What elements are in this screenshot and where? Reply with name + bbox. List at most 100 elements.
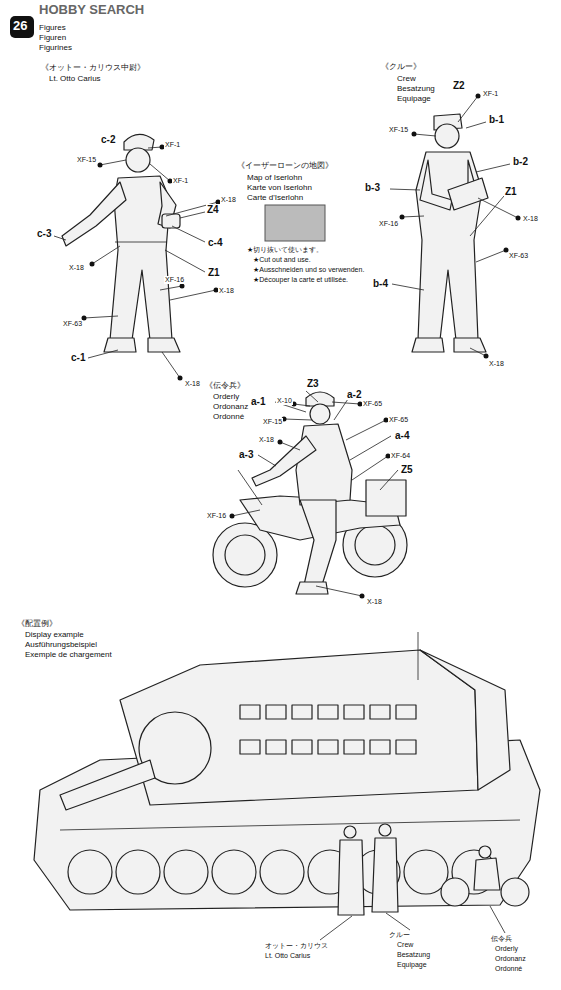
paint-code: XF-64 — [390, 452, 411, 460]
spare-track — [292, 740, 312, 754]
road-wheel — [260, 850, 304, 894]
map-sheet — [265, 205, 325, 241]
caption-text: Karte von Iserlohn — [246, 184, 313, 193]
part-number: b-1 — [488, 114, 505, 125]
paint-code: X-10 — [276, 397, 293, 405]
paint-code: XF-16 — [164, 276, 185, 284]
spare-track — [370, 740, 390, 754]
display-figures — [320, 824, 529, 940]
part-number: Z1 — [207, 267, 221, 278]
caption-text: 《オットー・カリウス中尉》 — [40, 64, 146, 73]
paint-code: XF-15 — [388, 126, 409, 134]
leader-lines — [54, 96, 518, 596]
spare-track — [240, 705, 260, 719]
caption-text: Lt. Otto Carius — [264, 952, 311, 960]
spare-track — [396, 705, 416, 719]
paint-code: XF-65 — [388, 416, 409, 424]
road-wheel — [212, 850, 256, 894]
caption-text: Figurines — [38, 44, 73, 53]
paint-code: X-18 — [258, 436, 275, 444]
caption-text: 伝令兵 — [490, 935, 513, 943]
caption-text: Carte d'Iserlohn — [246, 194, 304, 203]
spare-track — [292, 705, 312, 719]
caption-text: Map of Iserlohn — [246, 174, 303, 183]
paint-code: X-18 — [184, 380, 201, 388]
caption-text: Orderly — [494, 945, 519, 953]
spare-track — [318, 705, 338, 719]
paint-code: XF-16 — [378, 220, 399, 228]
caption-text: Ordonné — [494, 965, 523, 973]
spare-track — [370, 705, 390, 719]
caption-text: 《イーザーローンの地図》 — [236, 162, 334, 171]
orderly-figure — [213, 392, 407, 594]
caption-text: Ordonné — [212, 413, 245, 422]
paint-code: XF-16 — [206, 512, 227, 520]
caption-text: Crew — [396, 941, 414, 949]
paint-code: XF-1 — [482, 90, 499, 98]
paint-code: X-18 — [366, 598, 383, 606]
spare-track — [318, 740, 338, 754]
part-number: b-2 — [512, 156, 529, 167]
paint-code: X-18 — [488, 360, 505, 368]
carius-figure — [62, 134, 180, 352]
spare-track — [396, 740, 416, 754]
caption-text: Exemple de chargement — [24, 651, 113, 660]
note-text: ★Découper la carte et utilisée. — [252, 276, 349, 284]
caption-text: 《クルー》 — [380, 63, 422, 72]
note-text: ★切り抜いて使います。 — [246, 246, 324, 254]
part-number: Z3 — [306, 378, 320, 389]
part-number: a-3 — [238, 449, 254, 460]
part-number: a-4 — [394, 430, 410, 441]
caption-text: Besatzung — [396, 951, 431, 959]
paint-dots — [82, 94, 521, 599]
note-text: ★Cut out and use. — [252, 256, 312, 264]
road-wheel — [68, 850, 112, 894]
paint-code: X-18 — [220, 196, 237, 204]
step-number: 26 — [12, 19, 28, 33]
caption-text: Equipage — [396, 95, 432, 104]
part-number: c-1 — [70, 352, 86, 363]
paint-code: X-18 — [68, 264, 85, 272]
caption-text: Crew — [396, 75, 417, 84]
caption-text: 《伝令兵》 — [204, 382, 246, 391]
paint-code: XF-63 — [508, 252, 529, 260]
caption-text: Display example — [24, 631, 85, 640]
spare-track — [266, 740, 286, 754]
road-wheel — [116, 850, 160, 894]
caption-text: Ordonanz — [494, 955, 527, 963]
part-number: Z4 — [206, 204, 220, 215]
note-text: ★Ausschneiden und so verwenden. — [252, 266, 365, 274]
part-number: c-4 — [207, 237, 223, 248]
caption-text: 《配置例》 — [16, 620, 58, 629]
paint-code: XF-15 — [262, 418, 283, 426]
caption-text: Orderly — [212, 393, 240, 402]
paint-code: XF-1 — [172, 177, 189, 185]
paint-code: XF-1 — [164, 141, 181, 149]
spare-track — [240, 740, 260, 754]
paint-code: XF-15 — [76, 156, 97, 164]
part-number: c-2 — [100, 134, 116, 145]
road-wheel — [164, 850, 208, 894]
part-number: Z5 — [400, 464, 414, 475]
caption-text: Figures — [38, 24, 67, 33]
part-number: Z1 — [504, 186, 518, 197]
caption-text: Besatzung — [396, 85, 436, 94]
caption-text: オットー・カリウス — [264, 942, 329, 950]
caption-text: Figuren — [38, 34, 67, 43]
part-number: a-1 — [250, 396, 266, 407]
part-number: c-3 — [36, 228, 52, 239]
part-number: b-3 — [364, 182, 381, 193]
paint-code: XF-65 — [362, 400, 383, 408]
part-number: Z2 — [452, 80, 466, 91]
spare-track — [344, 740, 364, 754]
paint-code: X-18 — [522, 215, 539, 223]
caption-text: Equipage — [396, 961, 428, 969]
step-badge — [10, 16, 34, 38]
caption-text: クルー — [388, 931, 411, 939]
part-number: a-2 — [346, 389, 362, 400]
paint-code: X-18 — [218, 287, 235, 295]
tank-drawing — [34, 632, 540, 910]
caption-text: Ausführungsbeispiel — [24, 641, 98, 650]
spare-track — [344, 705, 364, 719]
